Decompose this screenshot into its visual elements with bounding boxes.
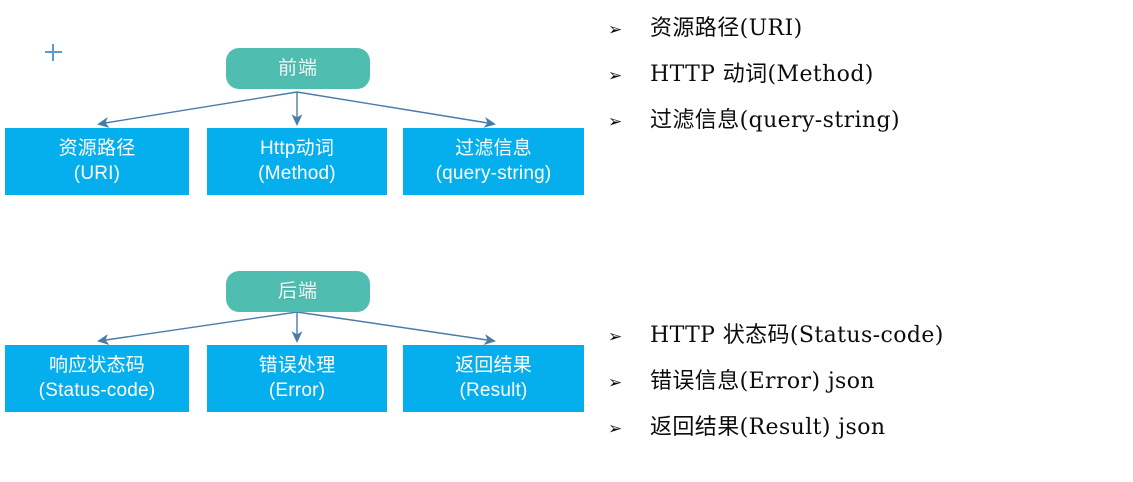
plus-marker-icon xyxy=(45,44,62,61)
node-label-line1: 过滤信息 xyxy=(455,138,532,160)
node-label-line2: (URI) xyxy=(73,162,121,184)
arrow-bullet-icon: ➢ xyxy=(608,419,623,439)
list-item[interactable]: ➢ 资源路径(URI) xyxy=(608,18,900,64)
arrow-bullet-icon: ➢ xyxy=(608,112,623,132)
node-label-line2: (Result) xyxy=(459,379,528,401)
edges-backend xyxy=(97,311,496,345)
node-frontend-root[interactable]: 前端 xyxy=(226,48,370,89)
node-label-line1: 响应状态码 xyxy=(48,355,145,377)
node-backend-leaf-result[interactable]: 返回结果 (Result) xyxy=(403,345,584,412)
list-item[interactable]: ➢ HTTP 状态码(Status-code) xyxy=(608,325,944,371)
node-label-line1: 资源路径 xyxy=(58,138,136,160)
arrow-bullet-icon: ➢ xyxy=(608,373,623,393)
node-backend-root[interactable]: 后端 xyxy=(226,271,370,312)
node-label-line1: 返回结果 xyxy=(455,355,532,377)
list-item-label: 返回结果(Result) json xyxy=(650,415,886,440)
list-item[interactable]: ➢ HTTP 动词(Method) xyxy=(608,64,900,110)
node-label-line2: (Error) xyxy=(268,379,326,401)
node-frontend-leaf-method[interactable]: Http动词 (Method) xyxy=(207,128,387,195)
arrow-bullet-icon: ➢ xyxy=(608,327,623,347)
list-item[interactable]: ➢ 过滤信息(query-string) xyxy=(608,110,900,156)
list-item-label: 过滤信息(query-string) xyxy=(650,108,900,133)
list-item-label: HTTP 动词(Method) xyxy=(650,62,874,87)
node-backend-leaf-error[interactable]: 错误处理 (Error) xyxy=(207,345,387,412)
node-frontend-root-label: 前端 xyxy=(277,58,318,79)
bullet-list-backend: ➢ HTTP 状态码(Status-code) ➢ 错误信息(Error) js… xyxy=(608,325,944,463)
list-item[interactable]: ➢ 错误信息(Error) json xyxy=(608,371,944,417)
node-label-line1: Http动词 xyxy=(259,138,335,160)
list-item-label: HTTP 状态码(Status-code) xyxy=(650,323,944,348)
arrow-bullet-icon: ➢ xyxy=(608,20,623,40)
edges-frontend xyxy=(97,91,496,128)
arrow-bullet-icon: ➢ xyxy=(608,66,623,86)
list-item[interactable]: ➢ 返回结果(Result) json xyxy=(608,417,944,463)
list-item-label: 资源路径(URI) xyxy=(650,16,803,41)
node-label-line2: (Status-code) xyxy=(38,379,156,401)
bullet-list-frontend: ➢ 资源路径(URI) ➢ HTTP 动词(Method) ➢ 过滤信息(que… xyxy=(608,18,900,156)
node-frontend-leaf-querystring[interactable]: 过滤信息 (query-string) xyxy=(403,128,584,195)
node-label-line1: 错误处理 xyxy=(258,355,336,377)
node-label-line2: (query-string) xyxy=(435,162,552,184)
list-item-label: 错误信息(Error) json xyxy=(650,369,875,394)
node-label-line2: (Method) xyxy=(258,162,336,184)
diagram-area: 前端 资源路径 (URI) Http动词 (Method) 过滤信息 (quer… xyxy=(5,44,584,412)
node-backend-leaf-statuscode[interactable]: 响应状态码 (Status-code) xyxy=(5,345,189,412)
node-backend-root-label: 后端 xyxy=(277,281,318,302)
node-frontend-leaf-uri[interactable]: 资源路径 (URI) xyxy=(5,128,189,195)
